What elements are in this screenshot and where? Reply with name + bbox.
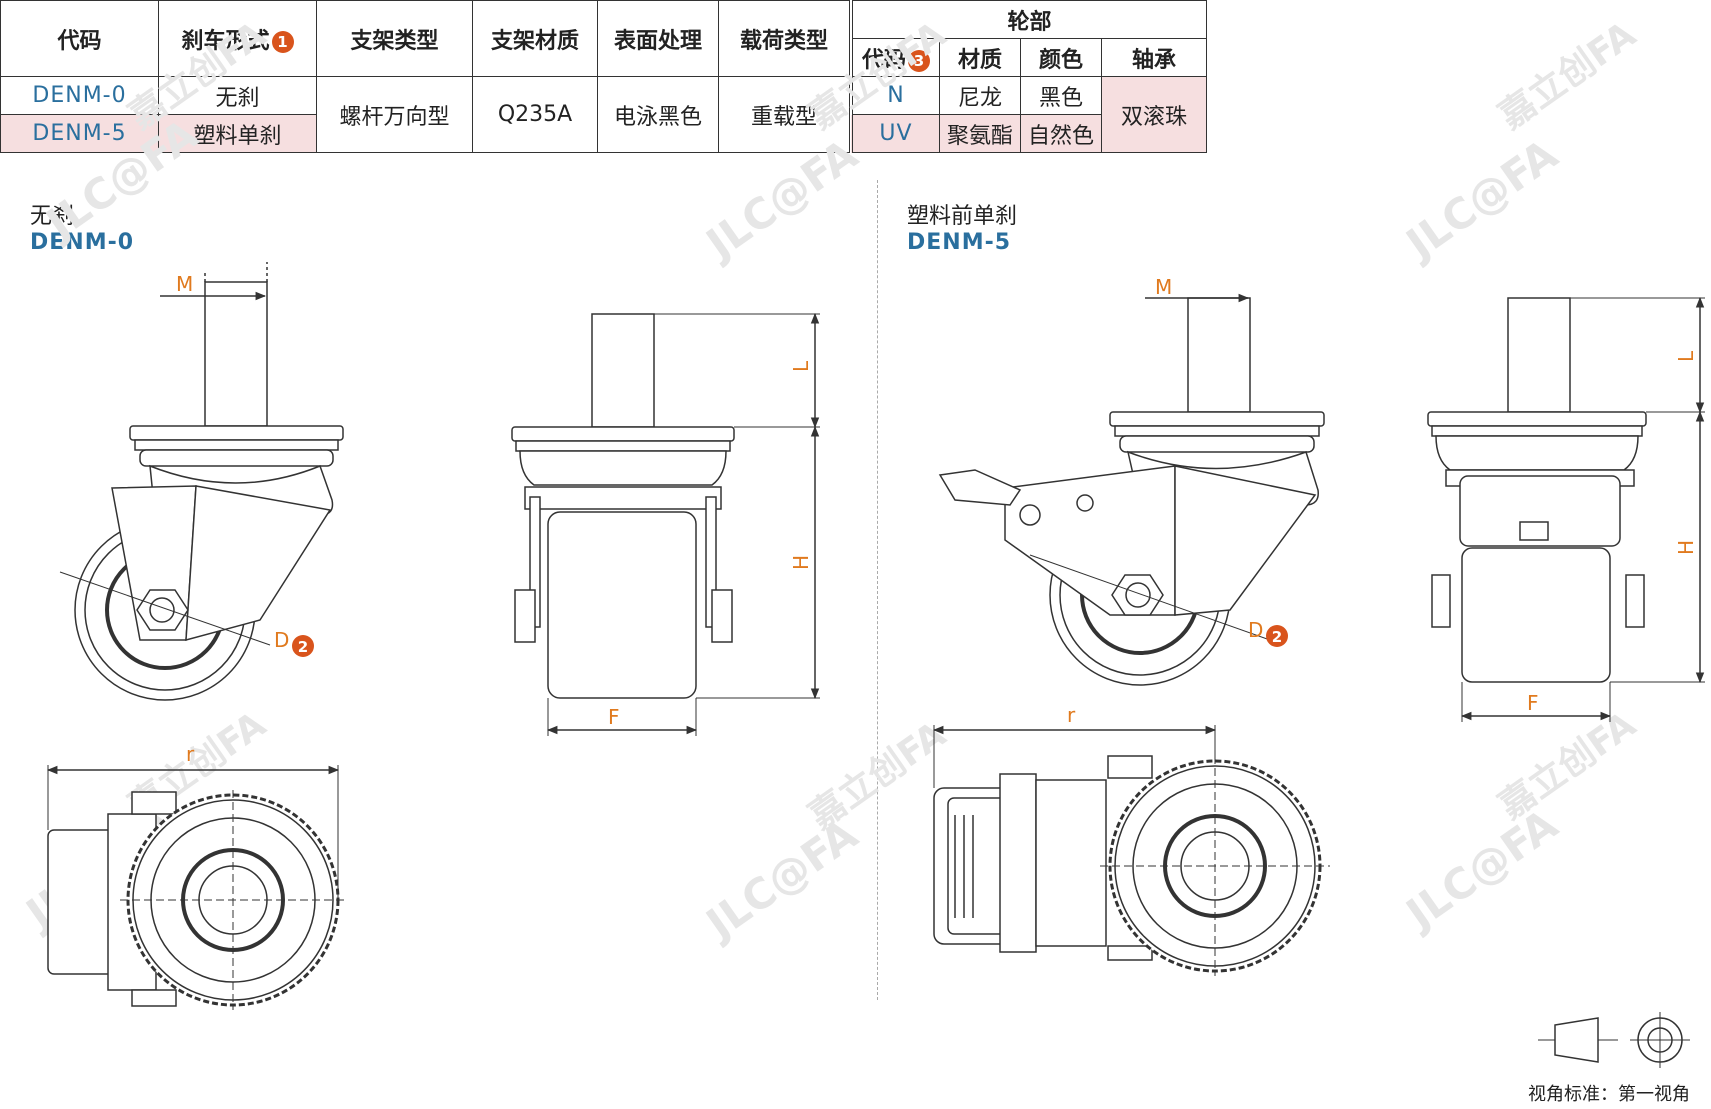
badge-3: 3	[908, 49, 930, 72]
dim-m-right: M	[1155, 275, 1172, 299]
surface-cell: 电泳黑色	[597, 76, 719, 153]
watermark-brand-1: JLC@FA	[35, 109, 207, 250]
header-wheel: 轮部	[849, 0, 1207, 39]
left-section-title: 无刹	[30, 204, 75, 229]
dim-f-right: F	[1527, 691, 1539, 715]
header-bracket-material: 支架材质	[472, 0, 598, 77]
dim-d-left: D	[274, 628, 289, 652]
right-side-view	[938, 297, 1325, 686]
dim-m-left: M	[176, 272, 193, 296]
right-front-view	[1427, 297, 1647, 683]
wheel-material-1: 聚氨酯	[939, 114, 1021, 153]
watermark-name-2: 嘉立创FA	[802, 14, 954, 137]
header-load: 载荷类型	[718, 0, 853, 77]
left-top-view	[47, 790, 346, 1010]
bracket-type-cell: 螺杆万向型	[316, 76, 473, 153]
row-brake-1: 塑料单刹	[158, 114, 317, 153]
bearing-cell: 双滚珠	[1101, 76, 1207, 153]
watermark-name-5: 嘉立创FA	[802, 714, 954, 837]
header-bracket-type: 支架类型	[316, 0, 473, 77]
dim-l-right: L	[1674, 350, 1698, 362]
header-wheel-color: 颜色	[1020, 38, 1102, 77]
dim-d-right: D	[1248, 618, 1263, 642]
wheel-code-1: UV	[849, 114, 940, 153]
wheel-color-1: 自然色	[1020, 114, 1102, 153]
badge-1: 1	[271, 30, 294, 53]
watermark-name-1: 嘉立创FA	[122, 14, 274, 137]
header-surface: 表面处理	[597, 0, 719, 77]
watermark-name-3: 嘉立创FA	[1492, 14, 1644, 137]
dim-h-left: H	[789, 555, 813, 570]
bracket-material-cell: Q235A	[472, 76, 598, 153]
header-bearing: 轴承	[1101, 38, 1207, 77]
watermark-name-6: 嘉立创FA	[1492, 704, 1644, 827]
row-code-0: DENM-0	[0, 76, 159, 115]
load-cell: 重载型	[718, 76, 853, 153]
dim-h-right: H	[1674, 540, 1698, 555]
badge-2-left: 2	[298, 638, 308, 656]
view-standard-label: 视角标准：第一视角	[1528, 1084, 1690, 1105]
badges-d: 2 2	[292, 625, 1288, 657]
watermark-brand-3: JLC@FA	[1395, 129, 1567, 270]
row-brake-0: 无刹	[158, 76, 317, 115]
first-angle-symbol	[1538, 1012, 1690, 1068]
header-code: 代码	[0, 0, 159, 77]
watermark-brand-6: JLC@FA	[1395, 799, 1567, 940]
watermark-brand-2: JLC@FA	[695, 129, 867, 270]
dim-f-left: F	[608, 705, 620, 729]
badge-2-right: 2	[1272, 628, 1282, 646]
dim-l-left: L	[789, 360, 813, 372]
row-code-1: DENM-5	[0, 114, 159, 153]
left-front-view	[511, 313, 735, 699]
dim-r-right: r	[1067, 703, 1076, 727]
dim-r-left: r	[186, 742, 195, 766]
section-divider	[877, 180, 878, 1000]
right-top-view	[933, 755, 1330, 976]
left-section-code: DENM-0	[30, 230, 135, 255]
right-section-title: 塑料前单刹	[907, 204, 1018, 229]
wheel-code-0: N	[849, 76, 940, 115]
left-side-view	[59, 262, 344, 701]
right-section-code: DENM-5	[907, 230, 1012, 255]
header-wheel-material: 材质	[939, 38, 1021, 77]
watermark-brand-5: JLC@FA	[695, 809, 867, 950]
